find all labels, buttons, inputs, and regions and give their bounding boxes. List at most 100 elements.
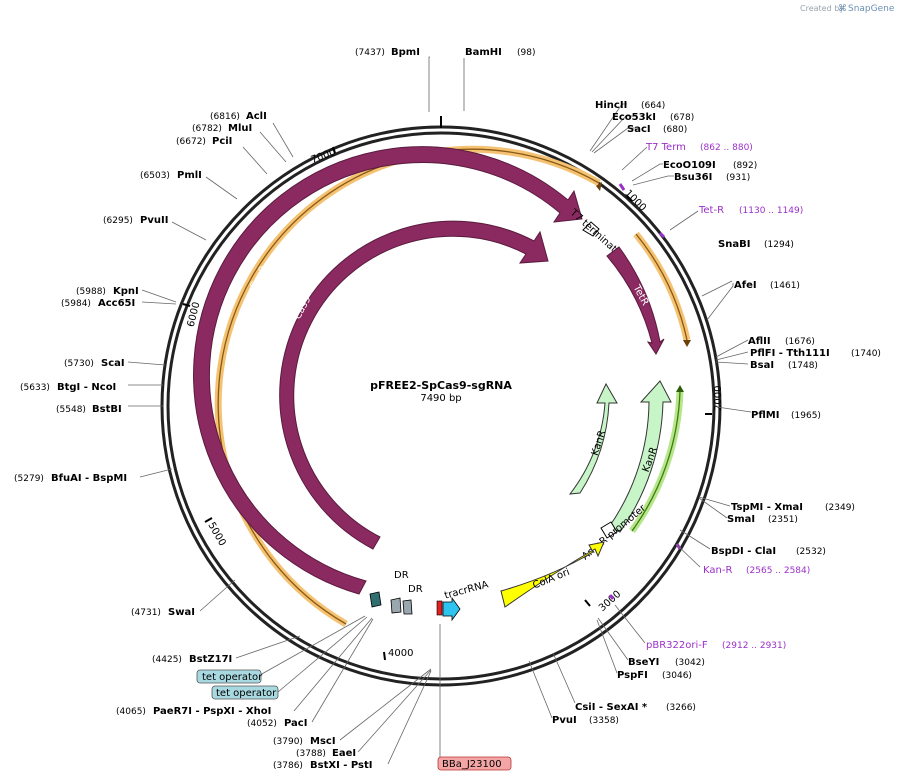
tick-mark-7000 — [332, 146, 336, 154]
site-afei[interactable]: AfeI — [734, 280, 757, 291]
site-acli[interactable]: AclI — [246, 111, 267, 122]
t7-terminator-marker — [582, 221, 600, 237]
backbone-inner-ring — [166, 131, 716, 681]
dr-repeat-2 — [390, 597, 402, 614]
kanr-outer-arrow — [608, 380, 672, 533]
site-acc65i[interactable]: Acc65I — [98, 298, 135, 309]
tick-mark-6000 — [182, 303, 191, 307]
site-kpni[interactable]: KpnI — [113, 286, 139, 297]
site-bsu36i[interactable]: Bsu36I — [674, 172, 712, 183]
site-bstz17i[interactable]: BstZ17I — [189, 654, 232, 665]
primer-pbr322ori-f-range: (2912 .. 2931) — [722, 641, 786, 651]
primer-t7-term-range: (862 .. 880) — [700, 143, 753, 153]
primer-tet-r-mark — [658, 231, 666, 239]
site-bstz17i-pos: (4425) — [152, 655, 182, 665]
site-btgi-ncoi-pos: (5633) — [20, 383, 50, 393]
primer-kan-r[interactable]: Kan-R — [703, 565, 732, 576]
primer-t7-term[interactable]: T7 Term — [645, 142, 686, 153]
bba-j23100-box[interactable] — [437, 756, 512, 771]
site-msci[interactable]: MscI — [310, 736, 336, 747]
tick-mark-5000 — [204, 517, 213, 523]
site-eaei-pos: (3788) — [296, 749, 326, 759]
site-tspmi-xmai[interactable]: TspMI - XmaI — [731, 502, 803, 513]
site-bspdi-clai[interactable]: BspDI - ClaI — [711, 546, 776, 557]
tick-label-5000: 5000 — [205, 521, 227, 549]
tick-mark-1000 — [626, 195, 633, 202]
site-hincii[interactable]: HincII — [595, 100, 627, 111]
site-bpmi[interactable]: BpmI — [391, 47, 420, 58]
site-bsai[interactable]: BsaI — [750, 360, 774, 371]
site-ecoo109i[interactable]: EcoO109I — [663, 160, 716, 171]
tick-mark-4000 — [383, 651, 386, 661]
site-afei-pos: (1461) — [770, 281, 800, 291]
site-mlui[interactable]: MluI — [228, 123, 252, 134]
site-pflfi-tth111i-pos: (1740) — [851, 349, 881, 359]
site-snabi-pos: (1294) — [764, 240, 794, 250]
kanr-inner-label: KanR — [590, 429, 608, 457]
tet-operator-1-label: tet operator — [202, 672, 263, 683]
site-snabi[interactable]: SnaBI — [718, 239, 750, 250]
site-smai[interactable]: SmaI — [727, 514, 755, 525]
cola-ori-label: ColA ori — [531, 567, 571, 592]
site-saci-pos: (680) — [663, 125, 687, 135]
site-eaei[interactable]: EaeI — [332, 748, 356, 759]
site-bseyi[interactable]: BseYI — [628, 657, 659, 668]
site-csii-sexai[interactable]: CsiI - SexAI * — [575, 702, 648, 713]
site-pspfi[interactable]: PspFI — [617, 670, 648, 681]
leader-lines-right — [428, 56, 752, 719]
site-msci-pos: (3790) — [273, 737, 303, 747]
site-bamhi[interactable]: BamHI — [465, 47, 502, 58]
site-pflmi-pos: (1965) — [791, 411, 821, 421]
dr-repeat-1 — [369, 591, 382, 608]
site-scai[interactable]: ScaI — [101, 358, 125, 369]
site-pflmi[interactable]: PflMI — [751, 410, 779, 421]
site-acli-pos: (6816) — [210, 112, 240, 122]
site-aflii[interactable]: AflII — [748, 336, 771, 347]
tick-label-7000: 7000 — [310, 147, 338, 166]
leader-lines-left — [127, 122, 441, 765]
site-bstbi[interactable]: BstBI — [92, 404, 122, 415]
site-bfuai-bspmi-pos: (5279) — [14, 474, 44, 484]
site-pvui[interactable]: PvuI — [552, 715, 577, 726]
site-csii-sexai-pos: (3266) — [666, 703, 696, 713]
site-eco53ki[interactable]: Eco53kI — [612, 112, 656, 123]
site-scai-pos: (5730) — [64, 359, 94, 369]
orange-tetr-arc — [633, 231, 691, 341]
site-bspdi-clai-pos: (2532) — [796, 547, 826, 557]
orange-tetr-arrowhead — [683, 340, 691, 347]
site-swai-pos: (4731) — [131, 608, 161, 618]
site-bsu36i-pos: (931) — [726, 173, 750, 183]
site-pcii-pos: (6672) — [176, 137, 206, 147]
site-bstxi-psti[interactable]: BstXI - PstI — [310, 760, 373, 771]
site-bstxi-psti-pos: (3786) — [273, 761, 303, 771]
site-aflii-pos: (1676) — [785, 337, 815, 347]
dr-repeat-3 — [402, 599, 413, 615]
site-btgi-ncoi[interactable]: BtgI - NcoI — [57, 382, 116, 393]
tet-operator-2-label: tet operator — [216, 688, 277, 699]
primer-tet-r[interactable]: Tet-R — [698, 205, 724, 216]
site-bfuai-bspmi[interactable]: BfuAI - BspMI — [51, 473, 127, 484]
tet-operator-2-box[interactable] — [211, 685, 279, 700]
site-paer7i-pspxi-xhoi-pos: (4065) — [116, 707, 146, 717]
site-pcii[interactable]: PciI — [212, 136, 232, 147]
dr-label-2: DR — [408, 584, 423, 595]
site-tspmi-xmai-pos: (2349) — [825, 503, 855, 513]
primer-pbr322ori-f[interactable]: pBR322ori-F — [646, 640, 708, 651]
orange-tetr-arc-line — [635, 233, 688, 341]
site-pmli[interactable]: PmlI — [177, 170, 202, 181]
site-saci[interactable]: SacI — [627, 124, 651, 135]
primer-t7-term-mark — [618, 183, 626, 191]
site-swai[interactable]: SwaI — [168, 607, 195, 618]
site-smai-pos: (2351) — [768, 515, 798, 525]
tick-label-1000: 1000 — [622, 188, 648, 214]
site-pflfi-tth111i[interactable]: PflFI - Tth111I — [750, 348, 830, 359]
site-paci[interactable]: PacI — [284, 718, 307, 729]
green-kanr-arc-line — [631, 390, 681, 532]
snapgene-logo-icon: ⌘ — [838, 4, 847, 14]
promoter-red-marker — [436, 600, 443, 616]
site-pvuii[interactable]: PvuII — [140, 215, 168, 226]
tet-operator-1-box[interactable] — [196, 669, 262, 684]
green-arc-arrowhead — [676, 385, 684, 392]
site-paer7i-pspxi-xhoi[interactable]: PaeR7I - PspXI - XhoI — [153, 706, 271, 717]
